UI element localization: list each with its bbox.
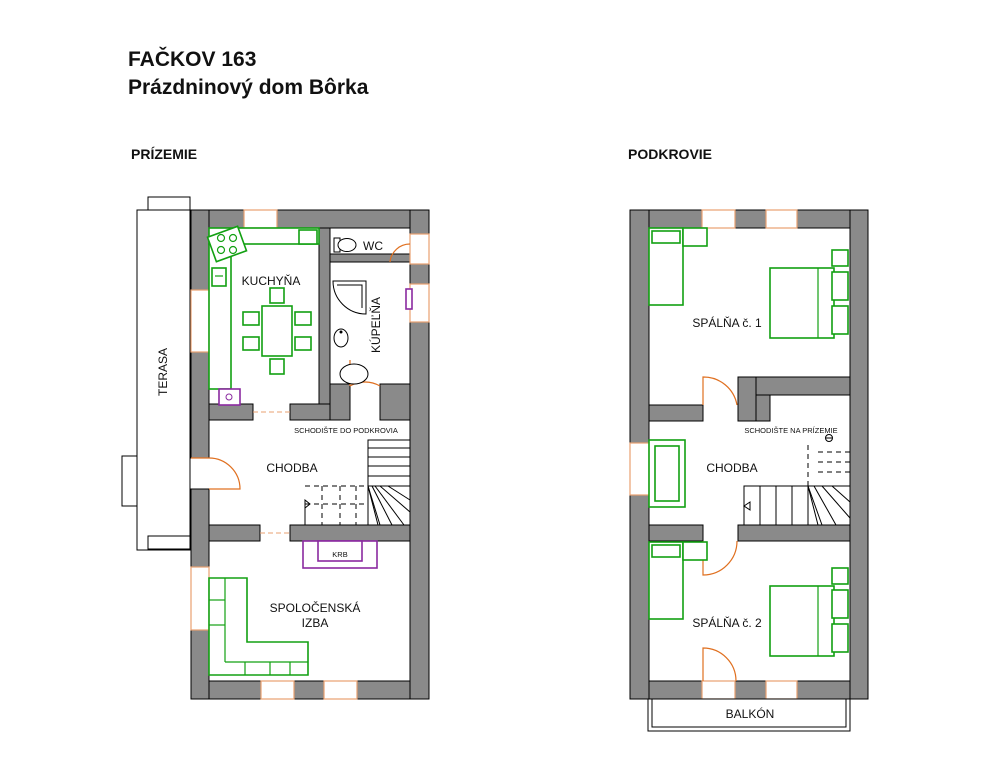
ground-hall-label: CHODBA [266,461,317,475]
stairs-down-note: SCHODIŠTE NA PRÍZEMIE [744,426,837,435]
balcony-label: BALKÓN [726,706,775,721]
toilet-icon [333,237,357,253]
single-bed-icon-2 [648,541,684,620]
staircase [304,439,411,526]
oven-icon [218,388,241,406]
ground-floor-label: PRÍZEMIE [131,146,198,162]
bathtub-icon [339,363,369,385]
bedroom-2-label: SPÁLŇA č. 2 [692,615,762,630]
corner-sofa-icon [208,577,309,676]
attic-staircase [743,445,851,526]
plan-title: FAČKOV 163 [128,48,257,71]
terrace: TERASA [121,196,191,551]
bidet-icon [333,328,349,348]
attic-windows [629,209,798,700]
bedroom-2: SPÁLŇA č. 2 [648,541,849,657]
double-bed-icon-2 [769,567,849,657]
attic-walls [629,209,869,700]
ground-floor-plan: TERASA [121,196,430,700]
bathroom-label: KÚPEĽŇA [368,297,383,353]
bedroom-1: SPÁLŇA č. 1 [648,227,849,339]
single-bed-icon [648,227,684,306]
dining-table-icon [242,287,312,375]
shower-icon [332,280,367,315]
kitchen-fixtures: KUCHYŇA [206,225,320,406]
attic-floor-label: PODKROVIE [628,146,713,162]
fireplace-icon: KRB [302,540,378,569]
living-room-label-line2: IZBA [302,616,329,630]
plan-subtitle: Prázdninový dom Bôrka [128,76,369,99]
terrace-label: TERASA [156,348,170,396]
kitchen-label: KUCHYŇA [242,273,301,288]
double-bed-icon [769,249,849,339]
attic-hall-label: CHODBA [706,461,757,475]
attic-hall: SCHODIŠTE NA PRÍZEMIE CHODBA [648,426,851,526]
sofa-icon [648,439,686,508]
wc-label: WC [363,239,383,253]
ground-hall: SCHODIŠTE DO PODKROVIA [266,426,411,526]
living-room-label-line1: SPOLOČENSKÁ [270,600,361,615]
bedroom-1-label: SPÁLŇA č. 1 [692,315,762,330]
attic-floor-plan: SPÁLŇA č. 1 SCHODIŠTE NA PRÍZEMIE [629,209,869,732]
attic-doors [702,376,738,682]
stove-icon [206,225,248,263]
bathroom-fixtures: WC KÚPEĽŇA [332,237,413,385]
fireplace-label: KRB [332,550,347,559]
stairs-up-note: SCHODIŠTE DO PODKROVIA [294,426,398,435]
ground-windows [190,209,430,700]
living-room: KRB SPOLOČENSKÁ IZBA [208,540,378,676]
ground-walls [190,209,430,700]
balcony: BALKÓN [647,698,851,732]
